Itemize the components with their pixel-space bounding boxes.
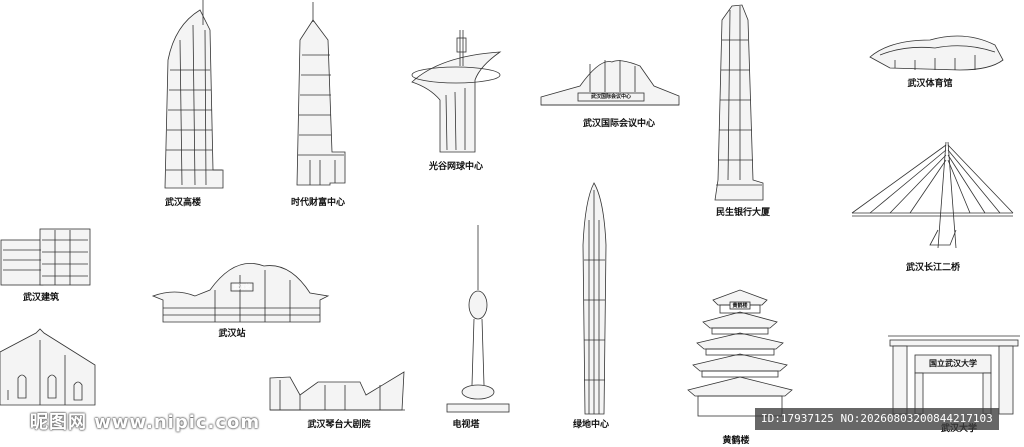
huiyi-drawing (540, 60, 680, 106)
wuhan-daxue-drawing (888, 335, 1020, 415)
caption-huanghelou: 黄鹤楼 (722, 436, 750, 446)
bridge-drawing (851, 141, 1014, 249)
caption-jianzhu: 武汉建筑 (22, 293, 60, 303)
caption-lvdi: 绿地中心 (572, 420, 610, 430)
minsheng-drawing (714, 4, 764, 201)
caption-dianshita: 电视塔 (452, 420, 480, 430)
wuhan-gaolou-drawing (164, 0, 224, 189)
caption-guanggu: 光谷网球中心 (428, 162, 484, 172)
shidai-drawing (296, 2, 346, 186)
dianshita-drawing (446, 225, 510, 413)
wuhan-zhan-sign: 武汉站 (232, 284, 252, 291)
caption-shidai-caifu: 时代财富中心 (290, 198, 346, 208)
jianzhu-drawing (0, 228, 91, 286)
qintai-drawing (269, 371, 405, 411)
daxue-gate-sign: 国立武汉大学 (929, 359, 977, 368)
huanghelou-sign: 黄鹤楼 (732, 303, 748, 309)
caption-changjiang-bridge: 武汉长江二桥 (905, 263, 961, 273)
caption-tiyuguan: 武汉体育馆 (907, 79, 953, 89)
caption-guoji-huiyi: 武汉国际会议中心 (582, 119, 656, 129)
tiyuguan-drawing (869, 35, 1004, 71)
caption-wuhan-gaolou: 武汉高楼 (164, 198, 202, 208)
church-drawing (0, 328, 96, 406)
huiyi-sign: 武汉国际会议中心 (590, 94, 632, 100)
wuhan-zhan-drawing (151, 262, 330, 323)
huanghelou-drawing (687, 289, 793, 417)
image-id-watermark: ID:17937125 NO:20260803200844217103 (755, 408, 999, 430)
caption-minsheng: 民生银行大厦 (715, 208, 771, 218)
lvdi-drawing (582, 182, 607, 415)
caption-qintai: 武汉琴台大剧院 (307, 420, 371, 430)
guanggu-drawing (411, 30, 502, 153)
caption-wuhan-zhan: 武汉站 (218, 329, 246, 339)
nipic-watermark: 昵图网 www.nipic.com (30, 412, 261, 433)
